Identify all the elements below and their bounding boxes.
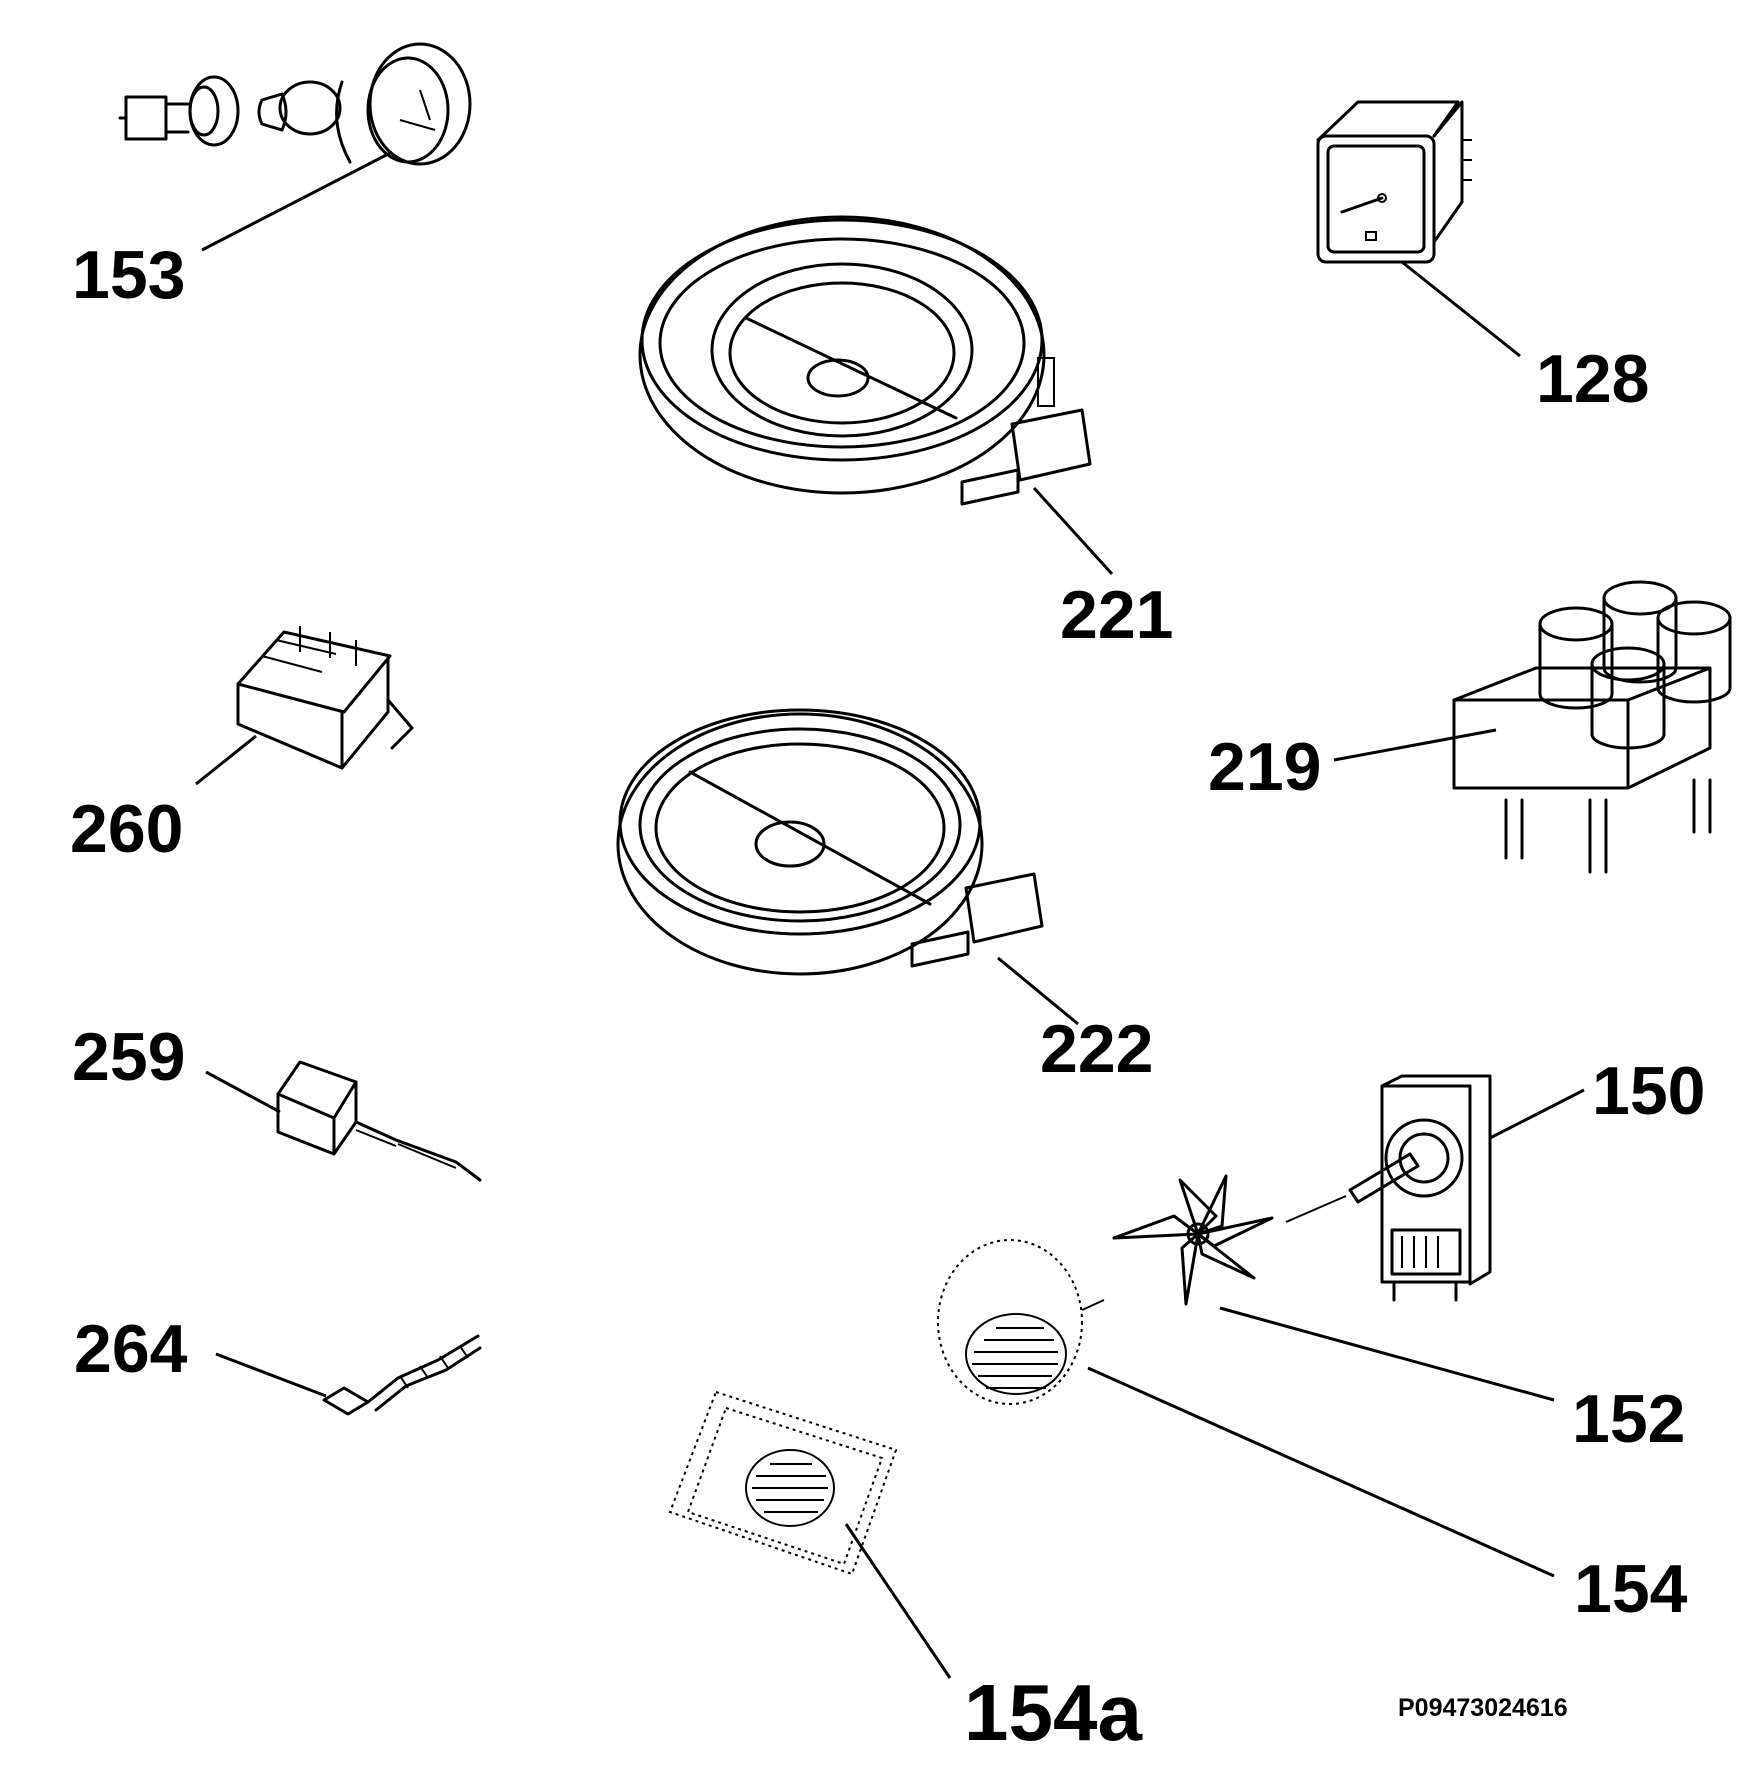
label-128[interactable]: 128 (1536, 341, 1649, 417)
leader-line-154 (1087, 1366, 1555, 1578)
label-222[interactable]: 222 (1040, 1011, 1153, 1087)
leader-line-222 (997, 956, 1079, 1026)
part-259-energy-regulator[interactable] (276, 1060, 482, 1182)
leader-line-128 (1401, 260, 1521, 358)
part-222-single-hotplate-element[interactable] (616, 708, 1044, 976)
leader-line-260 (195, 734, 257, 786)
leader-line-221 (1032, 486, 1114, 576)
label-153[interactable]: 153 (72, 237, 185, 313)
part-128-timer[interactable] (1316, 100, 1472, 264)
part-153-oven-lamp[interactable] (118, 42, 472, 166)
label-219[interactable]: 219 (1208, 729, 1321, 805)
leader-line-264 (215, 1352, 327, 1398)
leader-line-152 (1219, 1306, 1555, 1402)
label-152[interactable]: 152 (1572, 1381, 1685, 1457)
part-219-contactor-block[interactable] (1452, 580, 1732, 874)
drawing-code: P09473024616 (1398, 1694, 1568, 1722)
part-260-selector-switch[interactable] (236, 626, 414, 770)
leader-line-153 (201, 150, 393, 252)
label-259[interactable]: 259 (72, 1019, 185, 1095)
part-154a-grille-cover[interactable] (668, 1390, 898, 1576)
label-264[interactable]: 264 (74, 1311, 188, 1387)
leader-line-219 (1333, 728, 1497, 762)
label-260[interactable]: 260 (70, 791, 183, 867)
leader-line-259 (205, 1070, 281, 1114)
part-150-fan-motor[interactable] (1348, 1074, 1492, 1302)
label-221[interactable]: 221 (1060, 577, 1173, 653)
part-152-fan-blade[interactable] (1112, 1174, 1347, 1306)
part-154-fan-cover[interactable] (937, 1239, 1105, 1405)
part-264-thermostat[interactable] (322, 1334, 482, 1416)
label-154a[interactable]: 154a (964, 1668, 1142, 1757)
part-221-dual-hotplate-element[interactable] (638, 215, 1092, 506)
leader-line-150 (1489, 1088, 1585, 1140)
label-150[interactable]: 150 (1592, 1053, 1705, 1129)
label-154[interactable]: 154 (1574, 1551, 1688, 1627)
leader-line-154a (844, 1523, 952, 1679)
